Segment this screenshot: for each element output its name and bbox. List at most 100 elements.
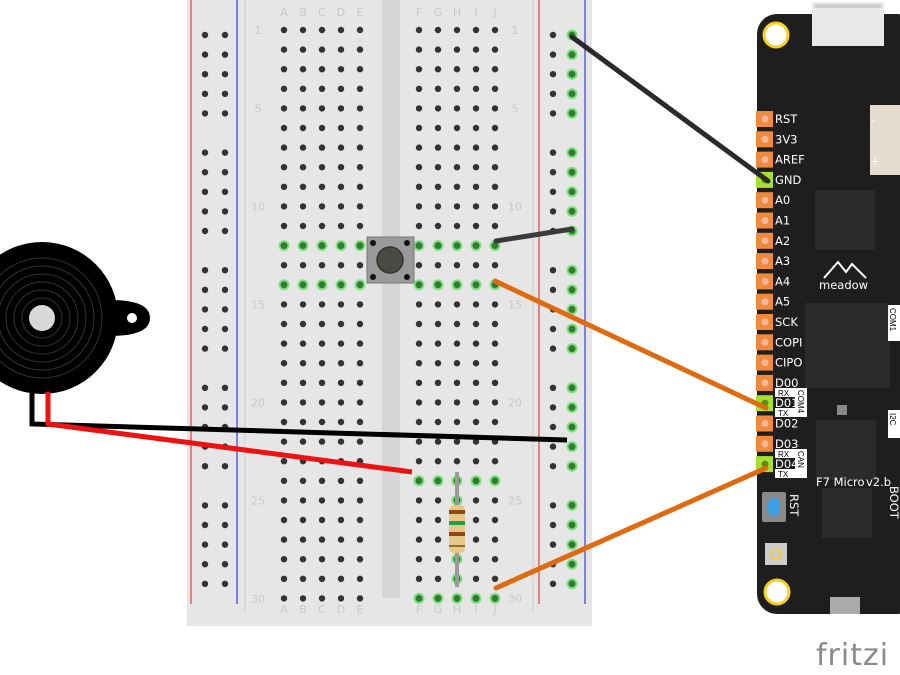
rail-hole[interactable] xyxy=(549,345,557,352)
breadboard-hole[interactable] xyxy=(491,320,499,328)
breadboard-hole[interactable] xyxy=(415,85,423,93)
breadboard-hole[interactable] xyxy=(299,320,307,328)
rail-hole[interactable] xyxy=(221,463,229,470)
breadboard-hole[interactable] xyxy=(491,536,499,543)
breadboard-hole[interactable] xyxy=(280,164,288,171)
breadboard-hole[interactable] xyxy=(299,105,307,112)
breadboard-hole[interactable] xyxy=(356,536,364,543)
breadboard-hole[interactable] xyxy=(356,301,364,308)
breadboard-hole[interactable] xyxy=(491,399,499,406)
breadboard-hole[interactable] xyxy=(453,262,461,269)
breadboard-hole[interactable] xyxy=(356,124,364,132)
breadboard-hole[interactable] xyxy=(472,164,480,171)
rail-hole[interactable] xyxy=(549,580,557,587)
breadboard-hole[interactable] xyxy=(280,360,288,367)
breadboard-hole[interactable] xyxy=(491,183,499,190)
breadboard-hole[interactable] xyxy=(337,477,345,484)
rail-hole[interactable] xyxy=(221,71,229,78)
breadboard-hole[interactable] xyxy=(356,516,364,524)
rail-hole[interactable] xyxy=(221,521,229,529)
breadboard-hole[interactable] xyxy=(318,360,326,367)
breadboard-hole[interactable] xyxy=(453,458,461,465)
rail-hole[interactable] xyxy=(566,264,578,276)
rail-hole[interactable] xyxy=(566,421,578,433)
breadboard-hole[interactable] xyxy=(316,279,328,291)
breadboard-hole[interactable] xyxy=(299,536,307,543)
breadboard-hole[interactable] xyxy=(491,203,499,210)
breadboard-hole[interactable] xyxy=(434,536,442,543)
rail-hole[interactable] xyxy=(566,382,578,394)
breadboard-hole[interactable] xyxy=(299,595,307,602)
breadboard-hole[interactable] xyxy=(318,105,326,112)
breadboard-hole[interactable] xyxy=(434,360,442,367)
rail-hole[interactable] xyxy=(549,90,557,98)
breadboard-hole[interactable] xyxy=(491,144,499,151)
breadboard-hole[interactable] xyxy=(472,222,480,230)
breadboard-hole[interactable] xyxy=(415,418,423,426)
breadboard-hole[interactable] xyxy=(415,438,423,445)
rail-hole[interactable] xyxy=(549,521,557,529)
rail-hole[interactable] xyxy=(566,558,578,570)
rail-hole[interactable] xyxy=(549,286,557,293)
breadboard-hole[interactable] xyxy=(280,516,288,524)
breadboard-hole[interactable] xyxy=(335,279,347,291)
breadboard-hole[interactable] xyxy=(299,497,307,504)
breadboard-hole[interactable] xyxy=(491,222,499,230)
breadboard-hole[interactable] xyxy=(453,46,461,53)
breadboard-hole[interactable] xyxy=(434,66,442,73)
breadboard-hole[interactable] xyxy=(356,164,364,171)
breadboard-hole[interactable] xyxy=(337,46,345,53)
breadboard-hole[interactable] xyxy=(472,340,480,347)
breadboard-hole[interactable] xyxy=(472,203,480,210)
breadboard-hole[interactable] xyxy=(299,183,307,190)
rail-hole[interactable] xyxy=(201,51,209,58)
breadboard-hole[interactable] xyxy=(337,203,345,210)
rail-hole[interactable] xyxy=(221,325,229,333)
breadboard-hole[interactable] xyxy=(451,279,463,291)
breadboard-hole[interactable] xyxy=(337,301,345,308)
breadboard-hole[interactable] xyxy=(299,262,307,269)
rail-hole[interactable] xyxy=(566,284,578,296)
rail-hole[interactable] xyxy=(221,306,229,313)
rail-hole[interactable] xyxy=(201,521,209,529)
breadboard-hole[interactable] xyxy=(318,262,326,269)
breadboard-hole[interactable] xyxy=(491,556,499,563)
breadboard-hole[interactable] xyxy=(280,301,288,308)
rail-hole[interactable] xyxy=(221,188,229,195)
breadboard-hole[interactable] xyxy=(472,66,480,73)
breadboard-hole[interactable] xyxy=(453,144,461,151)
breadboard-hole[interactable] xyxy=(472,458,480,465)
breadboard-hole[interactable] xyxy=(434,105,442,112)
rail-hole[interactable] xyxy=(549,404,557,411)
breadboard-hole[interactable] xyxy=(434,222,442,230)
breadboard-hole[interactable] xyxy=(415,536,423,543)
breadboard-hole[interactable] xyxy=(318,301,326,308)
breadboard-hole[interactable] xyxy=(472,124,480,132)
breadboard-hole[interactable] xyxy=(415,144,423,151)
breadboard-hole[interactable] xyxy=(472,144,480,151)
rail-hole[interactable] xyxy=(201,71,209,78)
breadboard-hole[interactable] xyxy=(491,85,499,93)
breadboard-hole[interactable] xyxy=(278,279,290,291)
breadboard-hole[interactable] xyxy=(356,379,364,386)
breadboard-hole[interactable] xyxy=(432,240,444,252)
rail-hole[interactable] xyxy=(566,205,578,217)
rail-hole[interactable] xyxy=(221,384,229,391)
breadboard-hole[interactable] xyxy=(415,320,423,328)
breadboard-hole[interactable] xyxy=(491,379,499,386)
breadboard-hole[interactable] xyxy=(318,516,326,524)
breadboard-hole[interactable] xyxy=(356,595,364,602)
rail-hole[interactable] xyxy=(221,580,229,587)
rail-hole[interactable] xyxy=(201,267,209,274)
breadboard-hole[interactable] xyxy=(280,438,288,445)
breadboard-hole[interactable] xyxy=(472,105,480,112)
breadboard-hole[interactable] xyxy=(491,458,499,465)
breadboard-hole[interactable] xyxy=(337,183,345,190)
rail-hole[interactable] xyxy=(201,90,209,98)
breadboard-hole[interactable] xyxy=(434,399,442,406)
breadboard-hole[interactable] xyxy=(318,497,326,504)
breadboard-hole[interactable] xyxy=(318,203,326,210)
breadboard-hole[interactable] xyxy=(337,497,345,504)
breadboard-hole[interactable] xyxy=(434,379,442,386)
breadboard-hole[interactable] xyxy=(337,340,345,347)
